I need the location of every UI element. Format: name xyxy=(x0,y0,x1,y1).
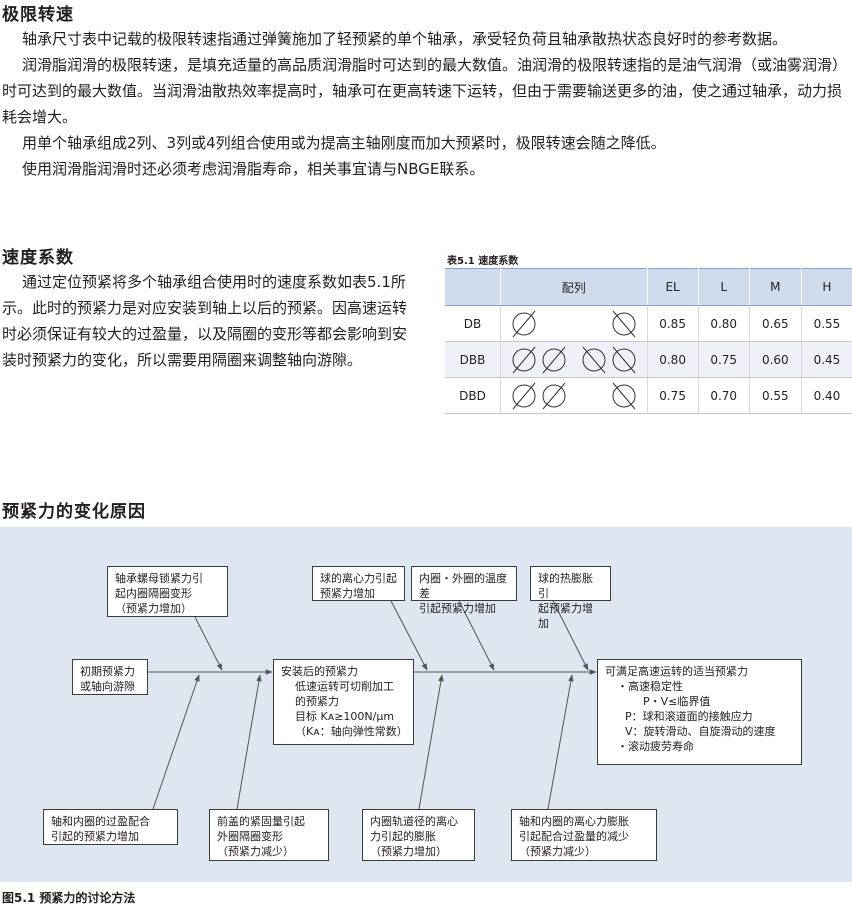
box-line: P：球和滚道面的接触应力 xyxy=(625,710,753,723)
rib-thermal xyxy=(551,598,589,671)
section-title-speed-factor: 速度系数 xyxy=(2,248,74,268)
value-cell: 0.80 xyxy=(698,305,750,342)
box-line: 的预紧力 xyxy=(295,695,339,708)
box-line: 安装后的预紧力 xyxy=(281,665,358,678)
limit-speed-text: 轴承尺寸表中记载的极限转速指通过弹簧施加了轻预紧的单个轴承，承受轻负荷且轴承散热… xyxy=(2,26,850,182)
box-line: ・高速稳定性 xyxy=(617,680,683,693)
table-body: DB 0.85 0.80 0.65 0.55 DBB 0.80 0.75 0.6… xyxy=(445,305,852,414)
rib-temp xyxy=(457,598,495,671)
bearing-group-right xyxy=(609,381,639,411)
bearing-symbol-right xyxy=(612,346,636,373)
bearing-group-left xyxy=(509,309,539,339)
section-title-preload-change: 预紧力的变化原因 xyxy=(2,502,146,522)
bearing-symbol-left xyxy=(512,346,536,373)
diagram-lines xyxy=(147,598,597,810)
header-cell: H xyxy=(801,268,852,306)
speed-factor-text: 通过定位预紧将多个轴承组合使用时的速度系数如表5.1所示。此时的预紧力是对应安装… xyxy=(2,269,412,373)
bearing-symbol-right xyxy=(612,382,636,409)
section-title-limit-speed: 极限转速 xyxy=(2,5,74,25)
header-cell: L xyxy=(698,268,750,306)
box-ball-centrifugal: 球的离心力引起 预紧力增加 xyxy=(312,566,405,601)
table-row: DBB 0.80 0.75 0.60 0.45 xyxy=(445,341,852,378)
table-title: 表5.1 速度系数 xyxy=(447,256,519,267)
table-row: DBD 0.75 0.70 0.55 0.40 xyxy=(445,377,852,414)
bearing-symbol-left xyxy=(512,382,536,409)
box-line: 低速运转可切削加工 xyxy=(295,680,394,693)
box-interference-fit: 轴和内圈的过盈配合 引起的预紧力增加 xyxy=(43,809,178,845)
value-cell: 0.70 xyxy=(698,377,750,414)
value-cell: 0.60 xyxy=(749,341,802,378)
paragraph: 使用润滑脂润滑时还必须考虑润滑脂寿命，相关事宜请与NBGE联系。 xyxy=(22,160,485,178)
arrangement-name: DBD xyxy=(445,377,501,414)
box-nut-tightening: 轴承螺母锁紧力引 起内圈隔圈变形 （预紧力增加） xyxy=(107,566,228,617)
bearing-arrangement xyxy=(501,381,647,411)
box-line: V：旋转滑动、自旋滑动的速度 xyxy=(625,725,776,738)
bearing-arrangement xyxy=(501,345,647,375)
box-front-cover: 前盖的紧固量引起 外圈隔圈变形 （预紧力减少） xyxy=(209,809,329,861)
bearing-symbol-left xyxy=(542,346,566,373)
rib-ball xyxy=(389,598,428,671)
value-cell: 0.85 xyxy=(647,305,699,342)
box-line: ・滚动疲劳寿命 xyxy=(617,740,694,753)
box-shaft-centrifugal: 轴和内圈的离心力膨胀 引起配合过盈量的减少 （预紧力减少） xyxy=(511,809,657,861)
box-line: （Kᴀ：轴向弹性常数） xyxy=(295,725,408,738)
value-cell: 0.65 xyxy=(749,305,802,342)
box-raceway-expansion: 内圈轨道径的离心 力引起的膨胀 （预紧力增加） xyxy=(362,809,475,861)
paragraph: 用单个轴承组成2列、3列或4列组合使用或为提高主轴刚度而加大预紧时，极限转速会随… xyxy=(22,134,666,152)
table-header-row: 配列 EL L M H xyxy=(445,268,852,306)
rib-shaftcent xyxy=(547,674,574,810)
paragraph: 润滑脂润滑的极限转速，是填充适量的高品质润滑脂时可达到的最大数值。油润滑的极限转… xyxy=(2,56,848,126)
bearing-symbol-right xyxy=(582,346,606,373)
rib-raceway xyxy=(418,674,444,810)
header-cell: 配列 xyxy=(500,268,648,306)
bearing-arrangement xyxy=(501,309,647,339)
value-cell: 0.45 xyxy=(801,341,852,378)
rib-nut xyxy=(194,616,223,671)
rib-cover xyxy=(236,674,262,810)
arrangement-name: DBB xyxy=(445,341,501,378)
arrangement-name: DB xyxy=(445,305,501,342)
bearing-symbol-left xyxy=(542,382,566,409)
box-line: 可满足高速运转的适当预紧力 xyxy=(605,665,748,678)
bearing-symbol-left xyxy=(512,310,536,337)
arrangement-symbol xyxy=(500,377,648,414)
value-cell: 0.75 xyxy=(647,377,699,414)
speed-factor-table: 配列 EL L M H DB 0.85 0.80 0.65 0.55 DBB 0… xyxy=(445,268,852,414)
box-mounted-preload: 安装后的预紧力 低速运转可切削加工 的预紧力 目标 Kᴀ≥100N/μm （Kᴀ… xyxy=(273,659,414,745)
value-cell: 0.55 xyxy=(801,305,852,342)
box-temp-difference: 内圈・外圈的温度差 引起预紧力增加 xyxy=(411,566,517,615)
box-line: P・V≤临界值 xyxy=(643,695,711,708)
header-cell: EL xyxy=(647,268,699,306)
header-cell-empty xyxy=(445,268,501,306)
box-thermal-expansion: 球的热膨胀引 起预紧力增加 xyxy=(530,566,611,630)
value-cell: 0.55 xyxy=(749,377,802,414)
bearing-symbol-right xyxy=(612,310,636,337)
value-cell: 0.80 xyxy=(647,341,699,378)
paragraph: 通过定位预紧将多个轴承组合使用时的速度系数如表5.1所示。此时的预紧力是对应安装… xyxy=(2,273,408,369)
bearing-group-right xyxy=(609,309,639,339)
bearing-group-right xyxy=(579,345,639,375)
rib-interf xyxy=(152,674,200,810)
box-appropriate-preload: 可满足高速运转的适当预紧力 ・高速稳定性 P・V≤临界值 P：球和滚道面的接触应… xyxy=(597,659,802,765)
figure-caption: 图5.1 预紧力的讨论方法 xyxy=(2,891,136,905)
value-cell: 0.40 xyxy=(801,377,852,414)
bearing-group-left xyxy=(509,345,569,375)
bearing-group-left xyxy=(509,381,569,411)
box-initial-preload: 初期预紧力 或轴向游隙 xyxy=(72,659,148,695)
header-cell: M xyxy=(749,268,802,306)
arrangement-symbol xyxy=(500,341,648,378)
paragraph: 轴承尺寸表中记载的极限转速指通过弹簧施加了轻预紧的单个轴承，承受轻负荷且轴承散热… xyxy=(22,30,788,48)
table-row: DB 0.85 0.80 0.65 0.55 xyxy=(445,305,852,342)
value-cell: 0.75 xyxy=(698,341,750,378)
box-line: 目标 Kᴀ≥100N/μm xyxy=(295,710,395,723)
arrangement-symbol xyxy=(500,305,648,342)
fishbone-diagram: 轴承螺母锁紧力引 起内圈隔圈变形 （预紧力增加） 球的离心力引起 预紧力增加 内… xyxy=(0,527,852,882)
